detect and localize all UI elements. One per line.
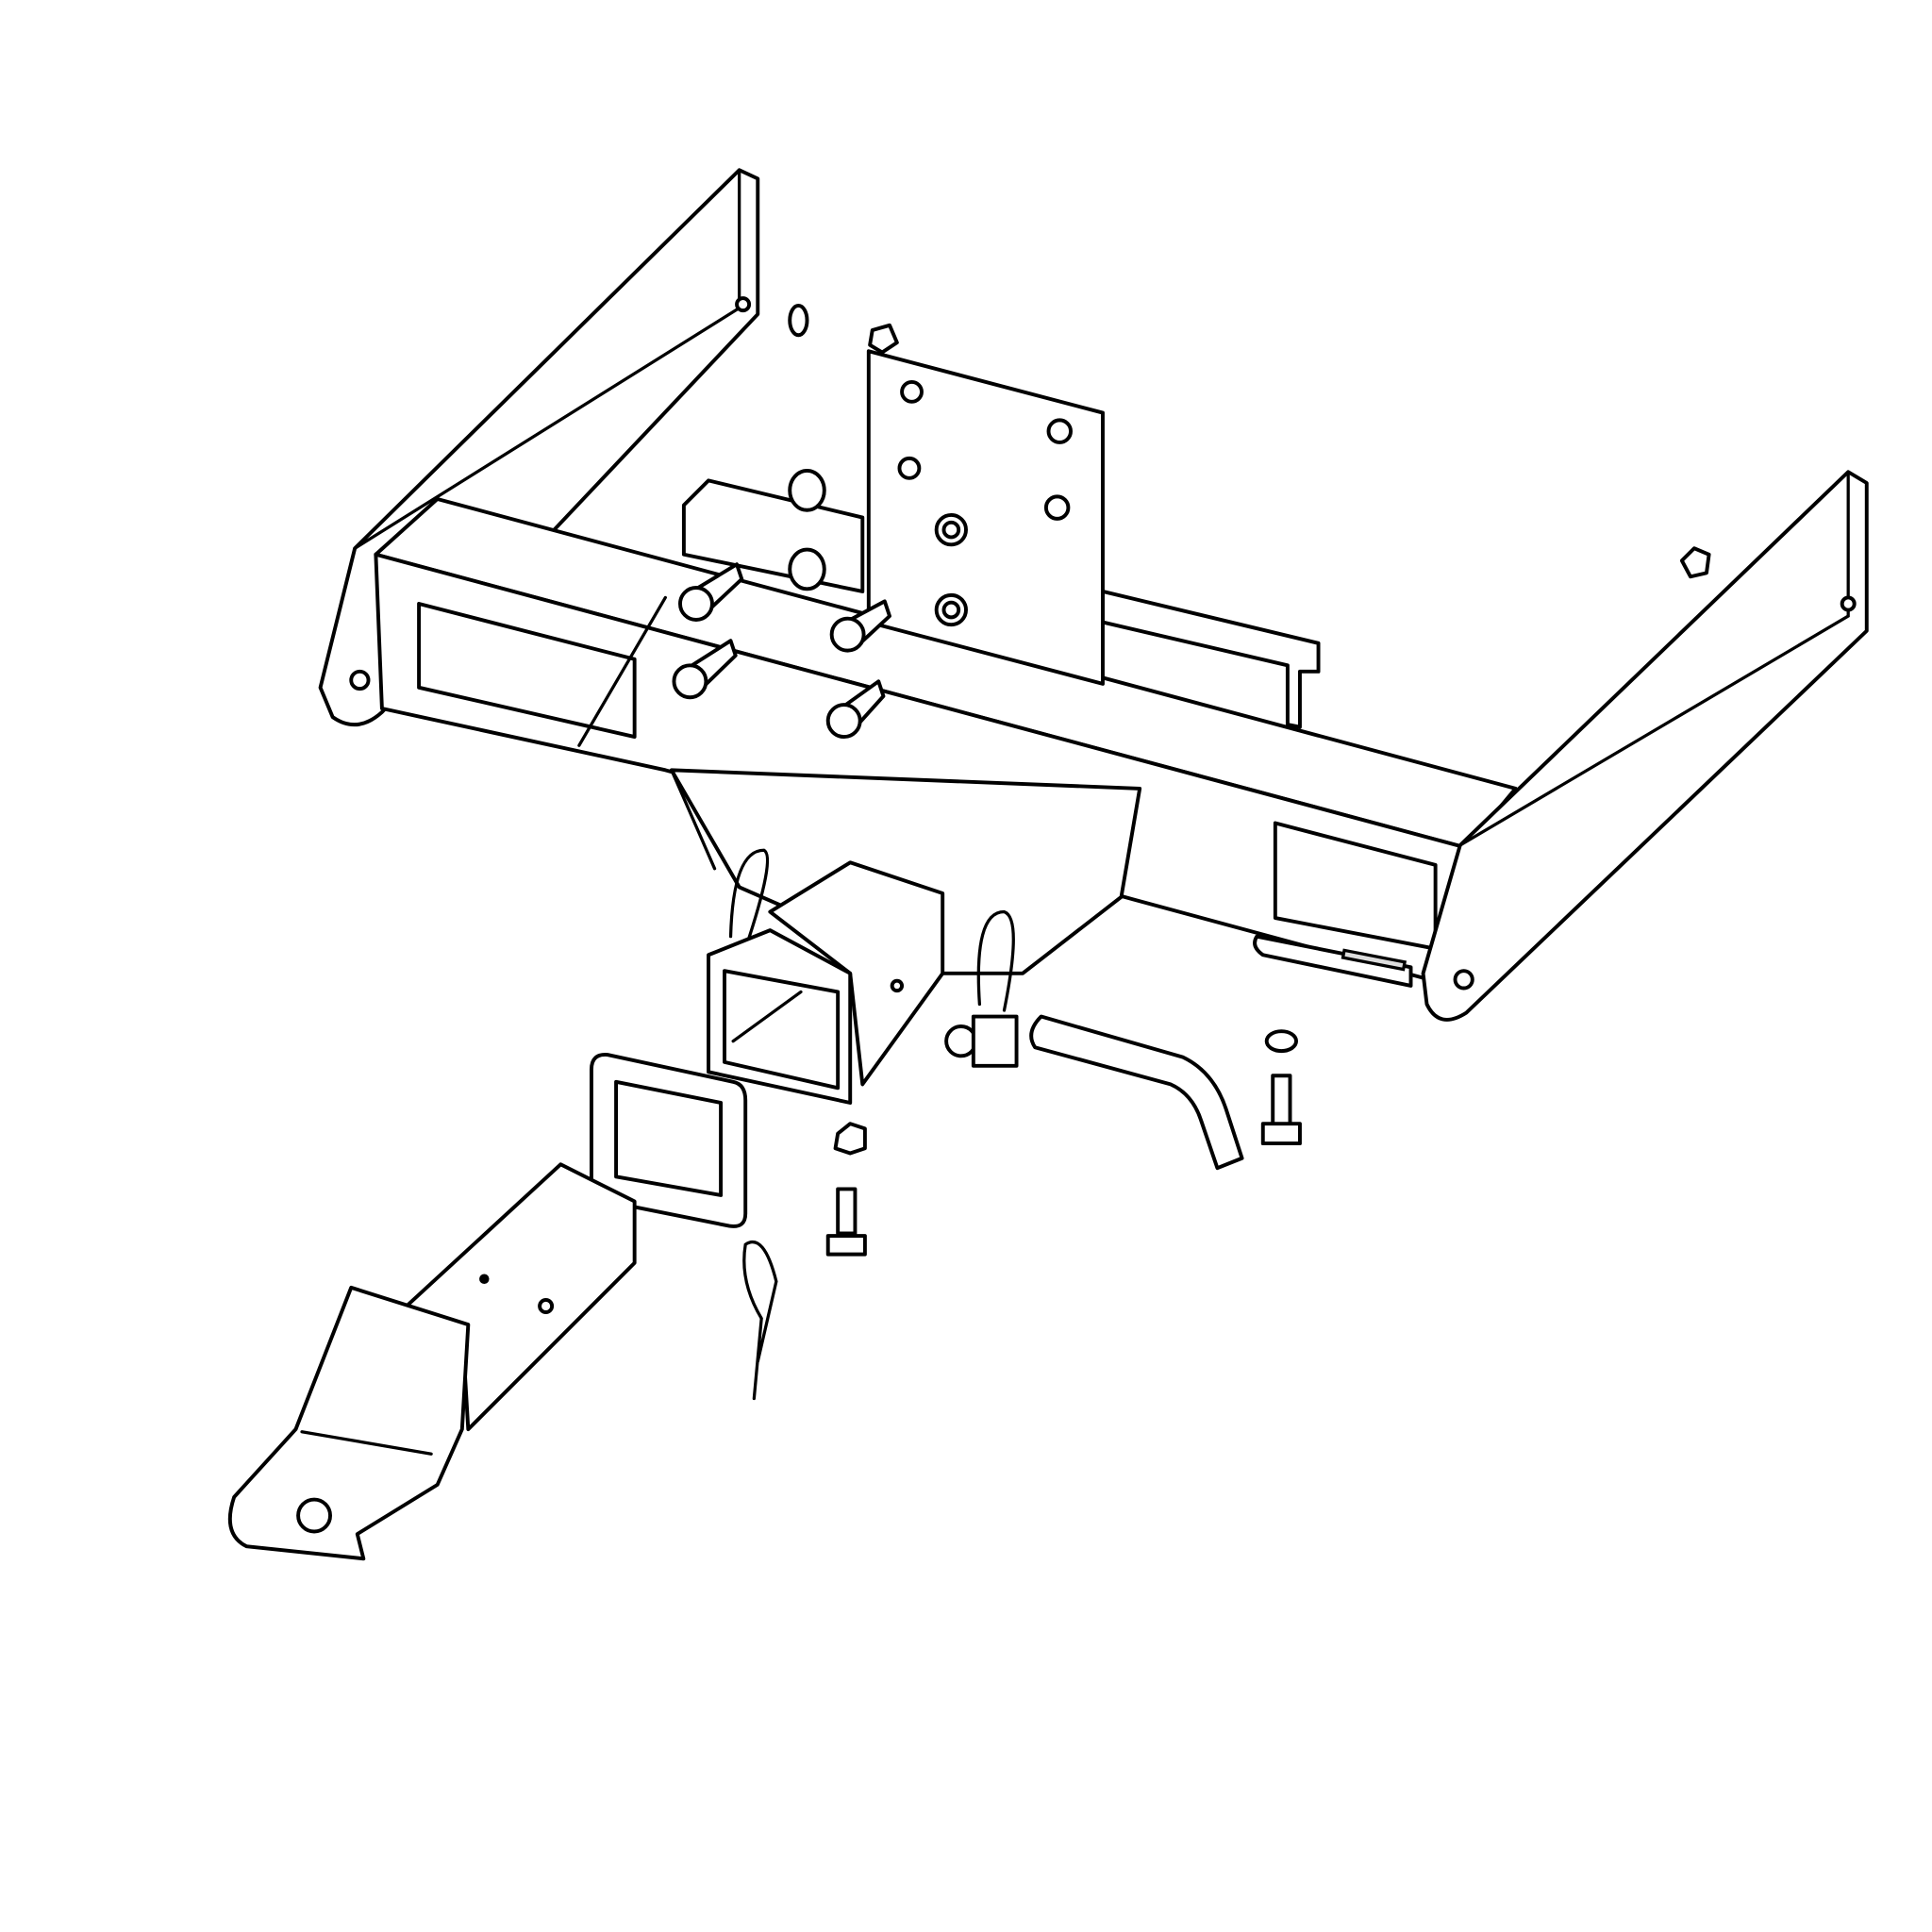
shackle-icon — [728, 848, 1019, 1068]
drop-plate — [669, 768, 1142, 975]
hairpin-clip-icon — [742, 1240, 778, 1401]
bolt-icon — [672, 562, 891, 740]
main-crossbar — [374, 497, 1518, 982]
center-mount-plate — [866, 349, 1105, 686]
right-side-bracket — [1253, 470, 1869, 1022]
nut-icon — [833, 323, 1711, 1156]
washer-icon — [788, 303, 1298, 1054]
bolt-icon — [825, 1074, 1302, 1257]
ball-mount-icon — [227, 1162, 637, 1561]
receiver-cover — [589, 1053, 748, 1228]
leader-line — [577, 595, 717, 871]
receiver-tube-icon — [707, 860, 945, 1105]
hitch-pin-icon — [1029, 1014, 1244, 1171]
